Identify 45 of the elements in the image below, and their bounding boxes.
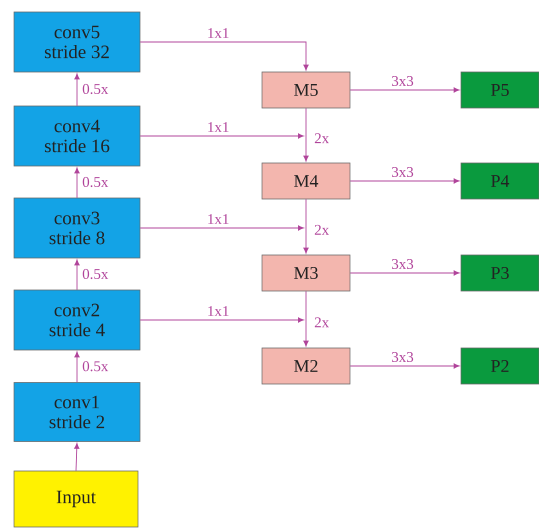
- edge-label: 1x1: [206, 213, 230, 225]
- conv-layer-box: conv4 stride 16: [14, 106, 140, 166]
- arrow: [350, 363, 460, 369]
- arrow: [140, 42, 309, 70]
- output-box: P2: [460, 348, 539, 384]
- edge-label: 0.5x: [81, 268, 110, 280]
- output-box: P3: [460, 254, 539, 292]
- edge-label: 3x3: [390, 258, 415, 270]
- conv-layer-box: conv3 stride 8: [14, 198, 140, 258]
- edge-label: 3x3: [390, 166, 415, 178]
- edge-label: 3x3: [390, 350, 415, 363]
- arrow: [140, 225, 304, 231]
- merge-box: M3: [262, 254, 350, 292]
- conv-layer-box: conv2 stride 4: [14, 290, 140, 350]
- input-box: Input: [14, 470, 138, 528]
- merge-box: M2: [262, 348, 350, 384]
- conv-layer-box: conv1 stride 2: [14, 382, 140, 442]
- arrow: [140, 317, 304, 323]
- arrow: [303, 198, 309, 254]
- arrow: [350, 178, 460, 184]
- arrow: [74, 443, 80, 472]
- edge-label: 2x: [313, 132, 330, 144]
- edge-label: 0.5x: [81, 176, 110, 188]
- edge-label: 1x1: [206, 305, 230, 317]
- arrow: [303, 108, 309, 162]
- arrow: [74, 168, 80, 198]
- edge-label: 1x1: [206, 121, 230, 133]
- edge-label: 0.5x: [81, 82, 110, 96]
- merge-box: M4: [262, 162, 350, 200]
- arrow: [74, 260, 80, 290]
- arrow: [74, 352, 80, 383]
- arrow: [303, 290, 309, 346]
- arrow: [350, 87, 460, 93]
- edge-label: 1x1: [206, 27, 230, 39]
- output-box: P4: [460, 162, 539, 200]
- edge-label: 3x3: [390, 74, 415, 87]
- output-box: P5: [460, 72, 539, 108]
- arrow: [350, 270, 460, 276]
- edge-label: 2x: [313, 224, 330, 236]
- arrow: [140, 133, 304, 139]
- edge-label: 0.5x: [81, 360, 110, 372]
- arrow: [74, 74, 80, 106]
- edge-label: 2x: [313, 316, 330, 328]
- merge-box: M5: [262, 72, 350, 108]
- conv-layer-box: conv5 stride 32: [14, 12, 140, 72]
